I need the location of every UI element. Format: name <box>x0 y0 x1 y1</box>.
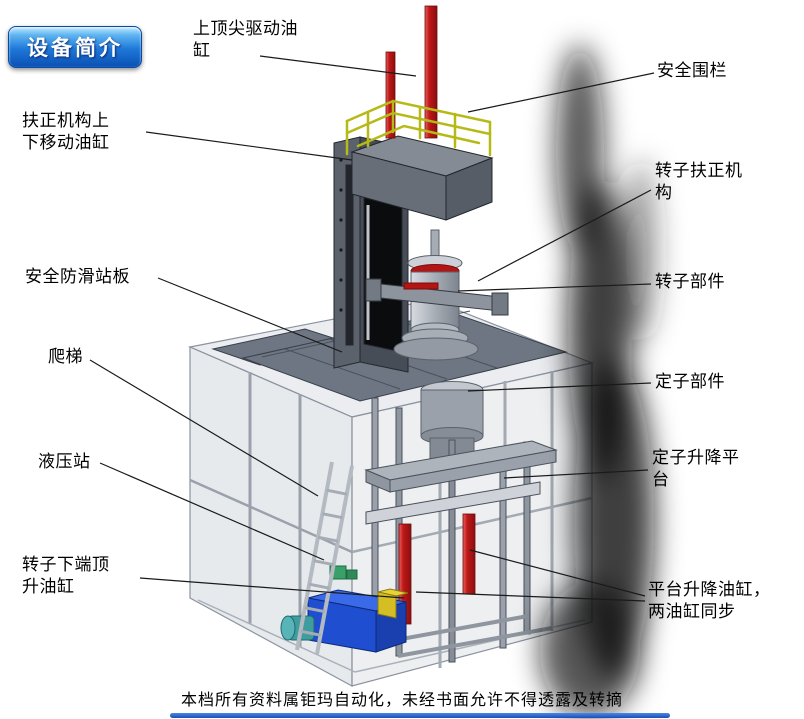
leader-lines <box>89 55 655 602</box>
bottom-divider <box>170 713 670 718</box>
head-box <box>350 135 494 221</box>
footer-note: 本档所有资料属钜玛自动化，未经书面允许不得透露及转摘 <box>180 692 623 709</box>
label-anti-slip-platform: 安全防滑站板 <box>25 267 130 286</box>
title-badge-label: 设备简介 <box>27 37 123 60</box>
label-platform-lift-cylinders: 平台升降油缸，两油缸同步 <box>648 580 771 622</box>
label-rotor-part: 转子部件 <box>655 272 725 291</box>
label-top-tip-drive-cylinder: 上顶尖驱动油缸 <box>193 19 298 61</box>
title-badge: 设备简介 <box>8 26 142 68</box>
stator-lift-platform-part <box>364 397 558 663</box>
rotor-part-assembly <box>393 229 479 361</box>
label-stator-lift-platform: 定子升降平台 <box>652 448 740 490</box>
label-centering-updown-cylinder: 扶正机构上下移动油缸 <box>22 111 110 153</box>
label-stator-part: 定子部件 <box>655 372 725 391</box>
label-ladder: 爬梯 <box>48 347 83 366</box>
top-tip-drive-cylinder-part <box>385 5 438 139</box>
platform-lift-cylinders-part <box>398 513 476 625</box>
label-rotor-bottom-jack-cylinder: 转子下端顶升油缸 <box>22 555 110 597</box>
label-rotor-centering-mechanism: 转子扶正机构 <box>655 161 743 203</box>
safety-fence-part <box>345 99 492 157</box>
label-hydraulic-station: 液压站 <box>38 452 91 471</box>
rotor-centering-mechanism-part <box>365 278 509 316</box>
label-safety-fence: 安全围栏 <box>657 61 727 80</box>
